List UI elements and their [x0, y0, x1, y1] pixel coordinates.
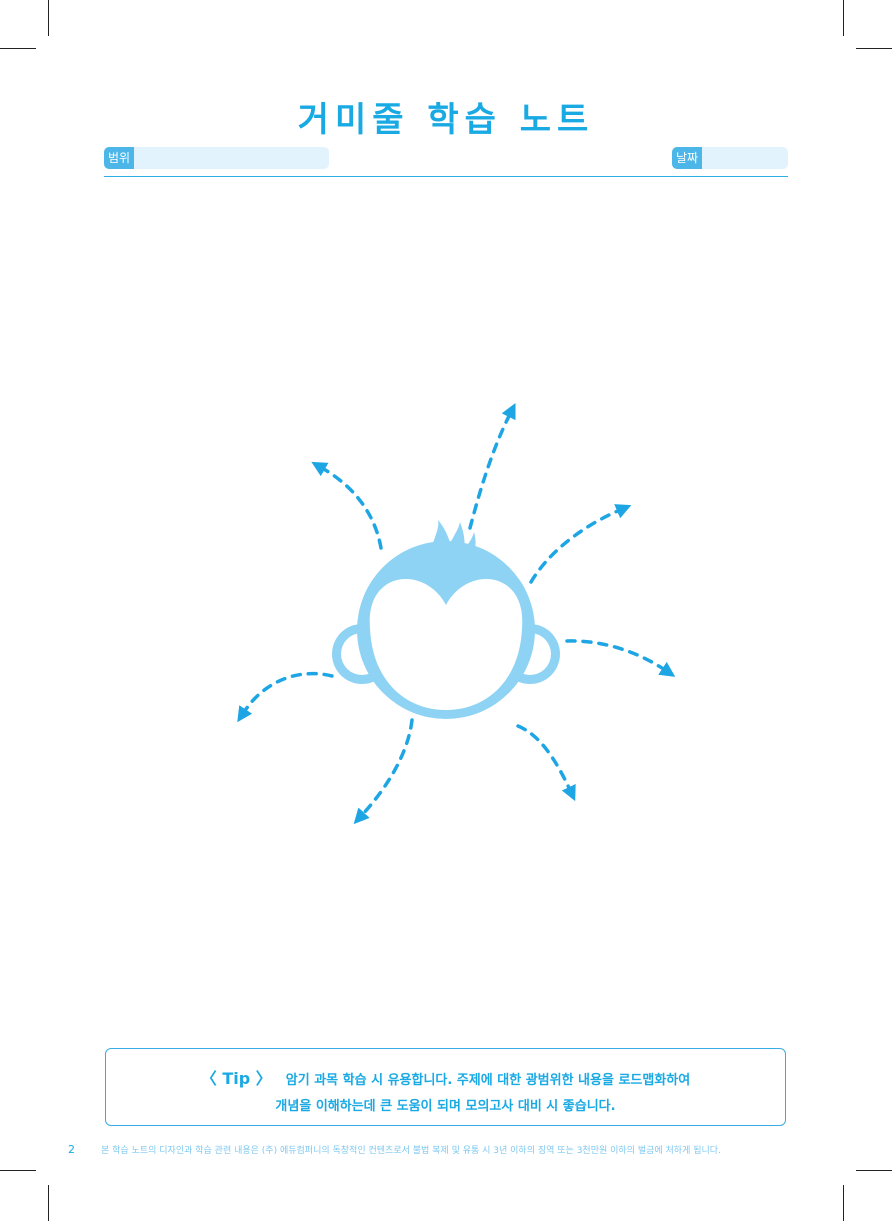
dashed-arrow-icon [311, 461, 383, 550]
footer: 2 본 학습 노트의 디자인과 학습 관련 내용은 (주) 에듀컴퍼니의 독창적인… [68, 1143, 721, 1156]
crop-mark [856, 1170, 892, 1171]
tip-box: 〈 Tip 〉 암기 과목 학습 시 유용합니다. 주제에 대한 광범위한 내용을… [105, 1048, 786, 1126]
crop-mark [843, 0, 844, 36]
crop-mark [48, 0, 49, 36]
tip-text-1: 암기 과목 학습 시 유용합니다. 주제에 대한 광범위한 내용을 로드맵화하여 [285, 1073, 691, 1088]
dashed-arrow-icon [468, 402, 516, 530]
header-divider [104, 176, 788, 177]
dashed-arrow-icon [353, 718, 414, 825]
tip-label: 〈 Tip 〉 [200, 1069, 272, 1088]
dashed-arrow-icon [565, 639, 676, 677]
page-title: 거미줄 학습 노트 [297, 100, 595, 140]
range-field[interactable]: 범위 [104, 147, 329, 169]
dashed-arrow-icon [516, 724, 576, 802]
copyright-notice: 본 학습 노트의 디자인과 학습 관련 내용은 (주) 에듀컴퍼니의 독창적인 … [101, 1146, 721, 1156]
crop-mark [0, 1170, 36, 1171]
tip-line-1: 〈 Tip 〉 암기 과목 학습 시 유용합니다. 주제에 대한 광범위한 내용을… [106, 1065, 785, 1089]
crop-mark [843, 1185, 844, 1221]
monkey-face-icon [332, 520, 560, 719]
date-label: 날짜 [672, 147, 703, 169]
tip-text-2: 개념을 이해하는데 큰 도움이 되며 모의고사 대비 시 좋습니다. [275, 1099, 616, 1114]
page-number: 2 [68, 1143, 75, 1156]
range-label: 범위 [104, 147, 135, 169]
dashed-arrow-icon [237, 671, 334, 723]
crop-mark [48, 1185, 49, 1221]
date-field[interactable]: 날짜 [672, 147, 788, 169]
crop-mark [0, 48, 36, 49]
dashed-arrow-icon [529, 504, 632, 584]
crop-mark [856, 48, 892, 49]
